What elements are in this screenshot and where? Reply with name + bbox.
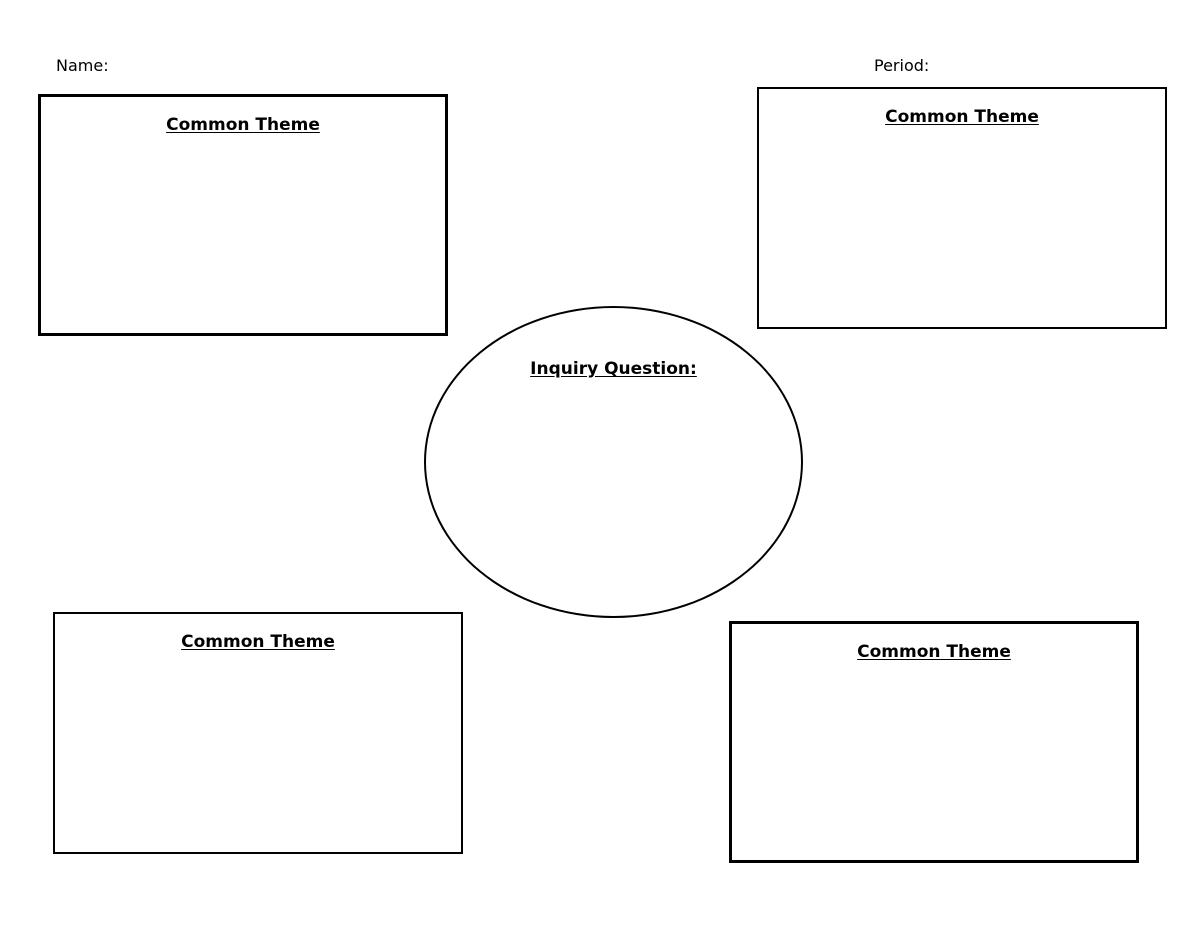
common-theme-box-top-right: Common Theme (757, 87, 1167, 329)
common-theme-box-bottom-left: Common Theme (53, 612, 463, 854)
name-label: Name: (56, 56, 109, 75)
common-theme-box-bottom-right: Common Theme (729, 621, 1139, 863)
common-theme-title: Common Theme (885, 107, 1039, 127)
inquiry-question-oval: Inquiry Question: (424, 306, 803, 618)
common-theme-title: Common Theme (166, 115, 320, 135)
common-theme-box-top-left: Common Theme (38, 94, 448, 336)
common-theme-title: Common Theme (181, 632, 335, 652)
period-label: Period: (874, 56, 930, 75)
inquiry-question-title: Inquiry Question: (530, 359, 697, 379)
common-theme-title: Common Theme (857, 642, 1011, 662)
